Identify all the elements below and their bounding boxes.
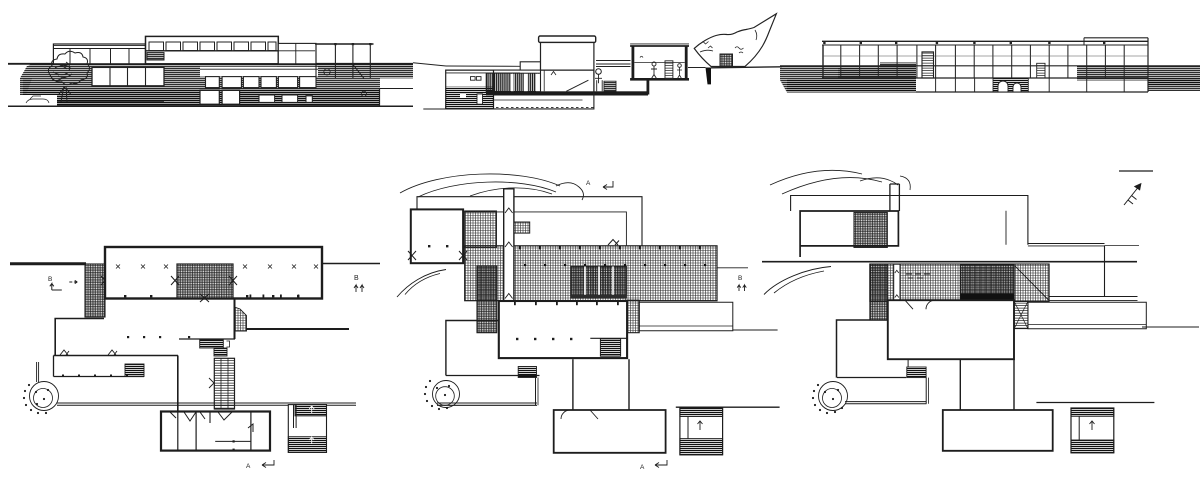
svg-text:B: B [354,275,359,282]
svg-text:B: B [738,275,742,282]
svg-text:A: A [586,180,591,187]
svg-text:A: A [640,464,645,471]
svg-text:A: A [246,463,251,470]
svg-text:B: B [48,276,52,283]
